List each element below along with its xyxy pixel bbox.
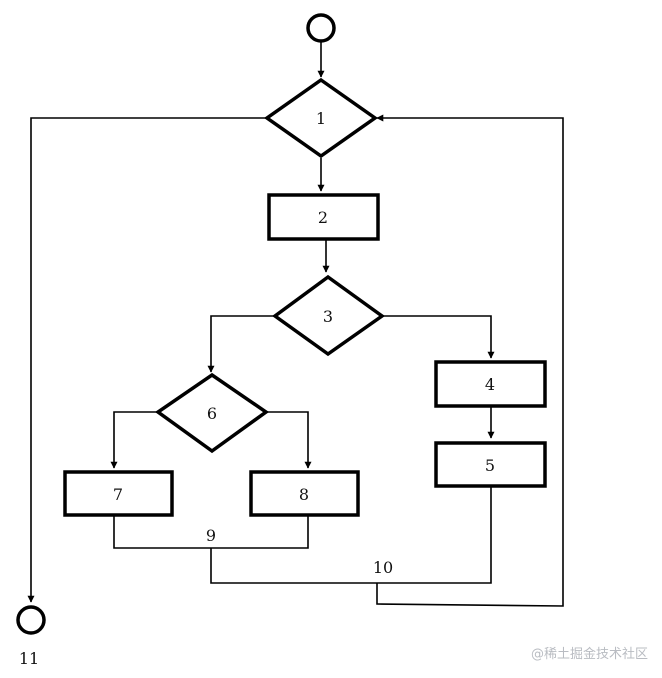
process-5-label: 5	[485, 456, 495, 475]
process-5: 5	[434, 441, 547, 488]
process-4-shape	[434, 360, 547, 408]
edge-3-to-4	[382, 315, 495, 359]
edge-1-to-end	[27, 117, 267, 603]
process-8: 8	[249, 470, 360, 517]
process-2-shape	[267, 193, 380, 241]
decision-3-label: 3	[323, 307, 333, 326]
process-7-shape	[63, 470, 174, 517]
process-7: 7	[63, 470, 174, 517]
edges	[27, 42, 564, 607]
process-7-label: 7	[113, 485, 123, 504]
edge-6-to-8	[266, 411, 312, 469]
process-2: 2	[267, 193, 380, 241]
decision-3: 3	[272, 274, 386, 357]
watermark-text: @稀土掘金技术社区	[530, 647, 648, 662]
end-terminal-label: 11	[19, 649, 39, 668]
process-8-label: 8	[299, 485, 309, 504]
decision-6: 6	[154, 372, 270, 454]
decision-3-shape	[272, 274, 386, 357]
process-4-label: 4	[485, 375, 495, 394]
decision-1-shape	[263, 77, 379, 159]
edge-loop-back-to-1	[376, 114, 564, 607]
end-terminal	[16, 605, 46, 635]
edge-9-5-merge	[210, 486, 492, 584]
process-4: 4	[434, 360, 547, 408]
decision-6-shape	[154, 372, 270, 454]
process-5-shape	[434, 441, 547, 488]
edge-6-to-7	[110, 411, 158, 469]
decision-1: 1	[263, 77, 379, 159]
decision-6-label: 6	[207, 404, 217, 423]
edge-3-to-6	[207, 315, 275, 373]
junction-10-label: 10	[373, 558, 393, 577]
decision-1-label: 1	[316, 109, 326, 128]
process-8-shape	[249, 470, 360, 517]
junction-9-label: 9	[206, 526, 216, 545]
start-terminal	[306, 13, 336, 43]
process-2-label: 2	[318, 208, 328, 227]
